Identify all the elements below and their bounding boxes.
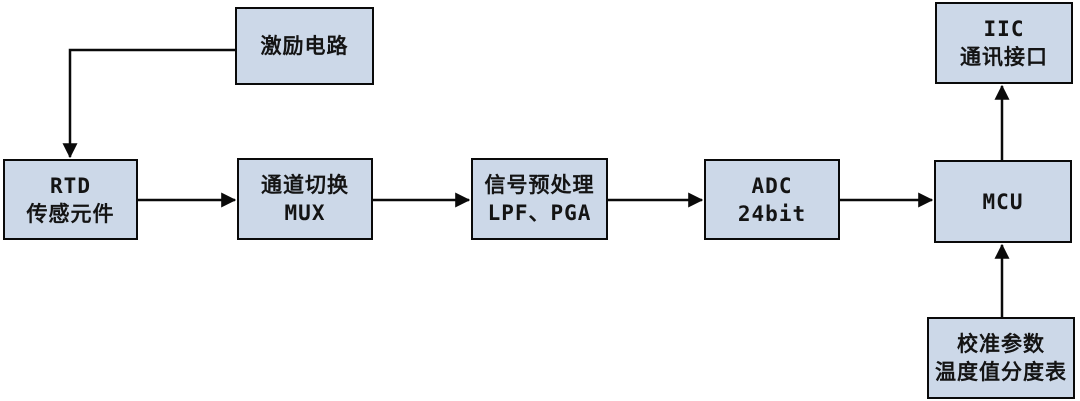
- block-label: MUX: [284, 201, 326, 225]
- block-excitation-circuit: 激励电路: [235, 7, 374, 85]
- block-label: 校准参数: [957, 332, 1045, 356]
- block-label: 激励电路: [260, 34, 349, 58]
- block-label: 传感元件: [26, 201, 115, 226]
- block-label: 通道切换: [261, 173, 349, 197]
- block-label: IIC: [983, 17, 1025, 41]
- block-channel-mux: 通道切换 MUX: [237, 158, 373, 240]
- block-iic-interface: IIC 通讯接口: [935, 2, 1073, 84]
- arrow-excitation-to-rtd: [62, 48, 235, 159]
- block-rtd-sensor: RTD 传感元件: [3, 159, 138, 240]
- block-mcu: MCU: [934, 160, 1072, 243]
- block-label: LPF、PGA: [487, 201, 592, 225]
- block-signal-preprocessing: 信号预处理 LPF、PGA: [471, 158, 608, 240]
- block-label: 通讯接口: [960, 45, 1048, 69]
- block-label: MCU: [982, 189, 1024, 214]
- block-label: 温度值分度表: [935, 360, 1067, 384]
- block-label: ADC: [751, 173, 793, 198]
- block-calibration-table: 校准参数 温度值分度表: [927, 317, 1075, 399]
- block-label: 信号预处理: [484, 173, 595, 197]
- block-adc-24bit: ADC 24bit: [704, 159, 840, 240]
- block-label: RTD: [50, 173, 91, 198]
- block-label: 24bit: [737, 201, 807, 226]
